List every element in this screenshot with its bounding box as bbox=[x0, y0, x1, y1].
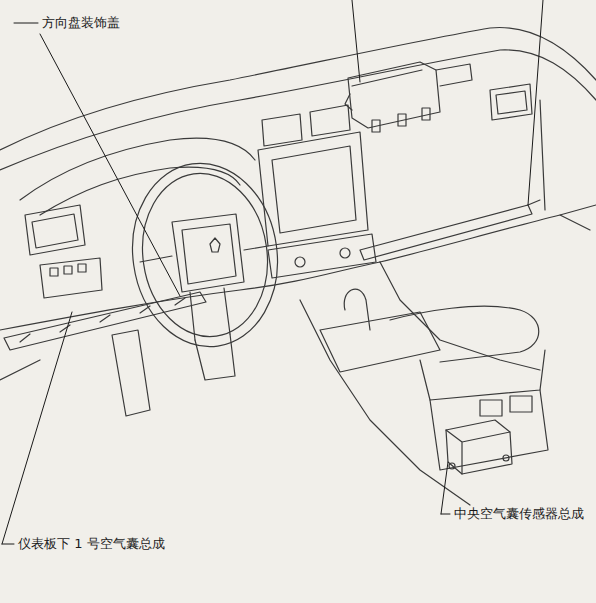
part-label: 仪表板下 1 号空气囊总成 bbox=[16, 536, 167, 552]
part-label: 方向盘装饰盖 bbox=[40, 15, 122, 31]
part-label: 中央空气囊传感器总成 bbox=[452, 506, 586, 522]
